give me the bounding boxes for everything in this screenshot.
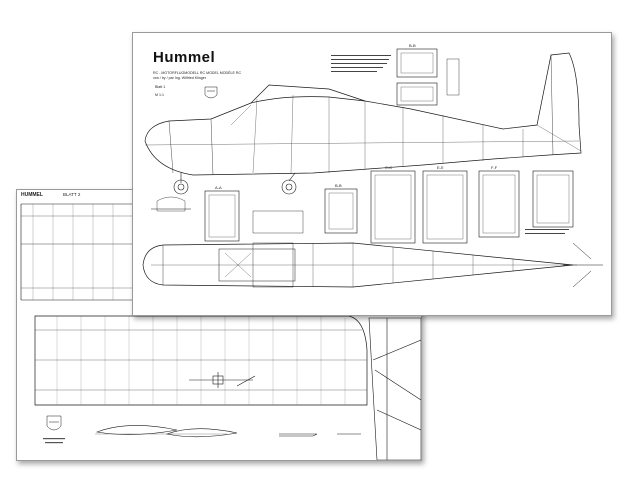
section-label: B-B (335, 183, 342, 188)
fuselage-drawing (142, 48, 603, 288)
plan-title: Hummel (153, 49, 216, 66)
crest-icon (204, 86, 218, 99)
section-label: C-C (385, 165, 393, 170)
section-label: A-A (215, 185, 222, 190)
plan-sheet-1: Hummel RC - MOTORFLUGMODELL RC MODEL MOD… (132, 32, 612, 316)
plan-subtitle: RC - MOTORFLUGMODELL RC MODEL MODÈLE RC (153, 71, 242, 75)
section-label: F-F (491, 165, 498, 170)
sheet-2-title: HUMMEL (21, 192, 43, 198)
sheet-label: Blatt 1 (155, 85, 166, 89)
plan-author: von / by / par Ing. Wilfried Klinger (153, 76, 206, 80)
sheet-2-label: BLATT 2 (63, 192, 81, 197)
section-label: E-E (437, 165, 444, 170)
section-label: B-B (409, 43, 416, 48)
crest-icon (46, 415, 62, 431)
scale-label: M 1:1 (155, 93, 164, 97)
